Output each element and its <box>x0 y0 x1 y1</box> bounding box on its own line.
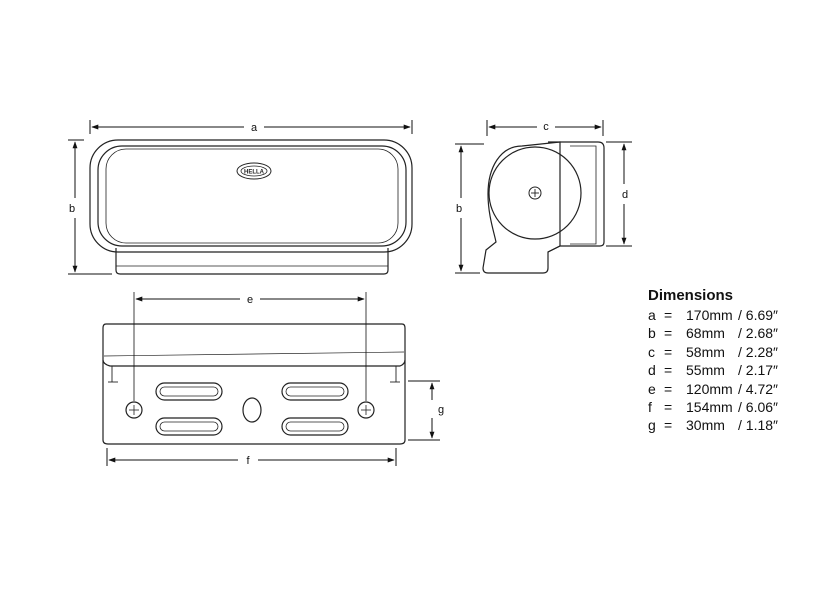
logo-badge: HELLA <box>236 162 272 180</box>
label-c-side: c <box>543 121 549 133</box>
side-view <box>482 141 605 274</box>
dimension-row-c: c=58mm/ 2.28″ <box>648 343 778 360</box>
front-lens-outline <box>97 145 407 247</box>
slot-bottom-right <box>281 417 349 436</box>
side-bracket-plate <box>547 141 561 253</box>
label-b-side: b <box>456 203 462 215</box>
label-b-front: b <box>69 203 75 215</box>
label-a-front: a <box>251 122 258 134</box>
bottom-bracket-outline <box>102 360 406 445</box>
dimension-f-bottom: f <box>106 448 397 467</box>
label-d-side: d <box>622 189 628 201</box>
logo-text: HELLA <box>244 170 265 176</box>
label-f-bottom: f <box>246 455 250 467</box>
dimension-g-bottom: g <box>408 380 444 441</box>
mounting-hole-left <box>125 401 143 419</box>
front-lens-inner <box>105 148 399 244</box>
slot-top-left <box>155 382 223 401</box>
dimension-b-side: b <box>455 143 484 274</box>
dimension-row-e: e=120mm/ 4.72″ <box>648 380 778 397</box>
front-housing-outline <box>89 139 413 253</box>
bottom-lamp-outline <box>102 323 406 367</box>
side-lamp-body <box>482 141 605 274</box>
dimension-row-f: f=154mm/ 6.06″ <box>648 398 778 415</box>
side-pivot-housing <box>488 146 582 240</box>
dimension-row-a: a=170mm/ 6.69″ <box>648 307 778 323</box>
mounting-slots <box>155 382 349 436</box>
side-pivot-screw <box>528 186 542 200</box>
bottom-view <box>102 323 406 445</box>
dimension-e-bottom: e <box>133 292 367 401</box>
dimensions-legend: Dimensions a=170mm/ 6.69″ b=68mm/ 2.68″ … <box>648 287 778 435</box>
dimensions-title: Dimensions <box>648 287 734 304</box>
dimension-a-front: a <box>89 120 413 134</box>
front-bracket <box>115 248 389 275</box>
front-view: HELLA <box>89 139 413 275</box>
slot-top-right <box>281 382 349 401</box>
dimension-b-front: b <box>68 139 112 275</box>
slot-bottom-left <box>155 417 223 436</box>
label-e-bottom: e <box>247 294 253 306</box>
mounting-hole-right <box>357 401 375 419</box>
center-cable-hole <box>242 397 262 423</box>
dimension-row-b: b=68mm/ 2.68″ <box>648 325 778 342</box>
label-g-bottom: g <box>438 404 444 416</box>
dimension-row-g: g=30mm/ 1.18″ <box>648 417 778 434</box>
dimension-c-side: c <box>486 120 604 136</box>
dimension-d-side: d <box>606 141 632 247</box>
dimension-row-d: d=55mm/ 2.17″ <box>648 362 778 379</box>
